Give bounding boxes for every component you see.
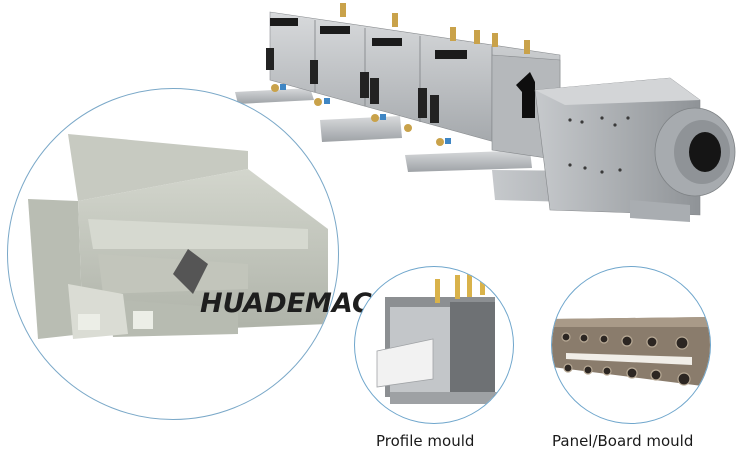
trunking-illustration xyxy=(28,134,328,339)
panel-board-mould-closeup xyxy=(551,266,711,424)
caption-panel-board-mould: Panel/Board mould xyxy=(552,432,694,450)
mould-assembly-illustration xyxy=(235,3,736,222)
pvc-trunking-closeup xyxy=(7,88,339,420)
profile-mould-illustration xyxy=(376,273,500,404)
brand-watermark: HUADEMAC xyxy=(200,288,372,319)
caption-profile-mould: Profile mould xyxy=(376,432,475,450)
extrusion-mould-assembly xyxy=(230,0,750,230)
panel-mould-illustration xyxy=(552,317,710,387)
profile-mould-closeup xyxy=(354,266,514,424)
